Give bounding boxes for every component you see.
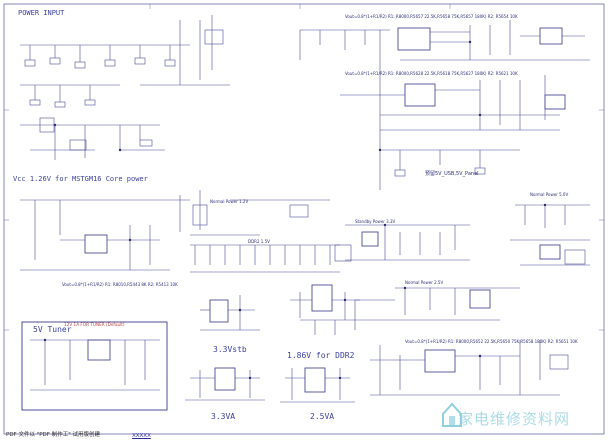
section-normal-power-25: Normal Power 2.5V — [405, 280, 444, 285]
section-ddr-15: DDR2 1.5V — [248, 239, 270, 244]
section-standby-power: Standby Power 3.3V — [355, 219, 396, 224]
tuner-box — [21, 321, 168, 411]
note-vout-a: Vout=0.8*(1+R1/R2) R1: R8000,R5657 22.5K… — [345, 14, 518, 19]
footer-text: PDF 文件以 "PDF 制作工" 试用版创建 — [6, 432, 100, 438]
footer-link[interactable]: XXXXX — [132, 433, 151, 439]
tuner-circuit — [30, 339, 160, 391]
v33a-circuit — [185, 367, 265, 401]
vcc-core-circuit — [20, 190, 260, 271]
note-vout-b: Vout=0.8*(1+R1/R2) R1: R8000,R5628 22.5K… — [345, 71, 518, 76]
note-tuner: 12V 1A FOR TUNER (Default) — [64, 322, 125, 327]
bottom-right-regulator — [370, 340, 569, 396]
title-3v3a: 3.3VA — [211, 412, 236, 421]
standby-power-circuit — [334, 224, 470, 262]
title-2v5a: 2.5VA — [310, 412, 335, 421]
title-3v3stb: 3.3Vstb — [213, 345, 247, 354]
title-1v86-ddr2: 1.86V for DDR2 — [287, 351, 355, 360]
watermark-logo-icon — [442, 402, 462, 427]
border-ticks — [4, 4, 604, 331]
ddr-section-circuit — [190, 199, 340, 273]
note-vout-d: Vout=0.8*(1+R1/R2) R1: R8000,R5652 22.5K… — [405, 339, 578, 344]
title-power-input: POWER INPUT — [18, 9, 65, 17]
normal-power-25v-circuit — [300, 287, 520, 335]
title-vcc-core: Vcc 1.26V for MSTGM16 Core power — [13, 175, 148, 183]
v25a-circuit — [280, 367, 355, 403]
top-right-regulators — [299, 20, 590, 190]
watermark-text: 家电维修资料网 — [458, 410, 571, 428]
sheet-border — [3, 3, 605, 435]
section-usb-panel: 预留5V_USB,5V_Panel — [425, 171, 479, 177]
ddr2-circuit — [290, 284, 360, 320]
section-normal-power-5v: Normal Power 5.0V — [530, 192, 569, 197]
note-vout-c: Vout=0.8*(1+R1/R2) R1: R8010,R5443 8K R2… — [62, 282, 178, 287]
v33stb-circuit — [200, 295, 260, 331]
junction-dots — [43, 40, 547, 380]
normal-power-5v-circuit — [510, 204, 590, 266]
title-5v-tuner: 5V Tuner — [33, 325, 72, 334]
section-normal-power-12: Normal Power 1.2V — [210, 199, 249, 204]
power-input-circuit — [20, 15, 230, 160]
